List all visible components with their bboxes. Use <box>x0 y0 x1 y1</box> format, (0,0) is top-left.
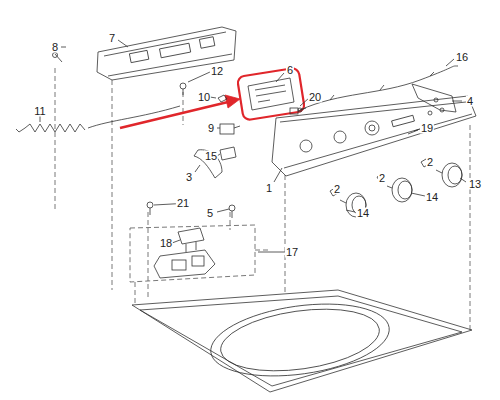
callout-number: 1 <box>265 183 273 194</box>
screw <box>180 83 186 95</box>
switch <box>220 124 240 134</box>
screw <box>53 53 63 63</box>
callout-number: 16 <box>455 52 469 63</box>
assembly-lines <box>55 68 470 330</box>
callout-number: 5 <box>206 208 214 219</box>
callout-number: 19 <box>420 123 434 134</box>
callout-number: 10 <box>197 92 211 103</box>
screw <box>147 202 153 215</box>
callout-number: 2 <box>426 157 434 168</box>
callout-number: 6 <box>286 65 294 76</box>
switch-bracket <box>220 147 236 160</box>
callout-number: 3 <box>185 172 193 183</box>
console-panel <box>272 96 476 176</box>
lid-switch <box>154 228 215 278</box>
callout-number: 7 <box>108 33 116 44</box>
knob-clip <box>330 159 429 196</box>
callout-number: 13 <box>468 179 482 190</box>
leader-lines <box>40 40 466 252</box>
screw <box>408 130 418 134</box>
callout-number: 14 <box>425 192 439 203</box>
callout-number: 21 <box>176 198 190 209</box>
callout-number: 2 <box>378 173 386 184</box>
callout-number: 14 <box>356 208 370 219</box>
control-board <box>237 67 305 120</box>
callout-number: 8 <box>51 42 59 53</box>
callout-number: 17 <box>285 247 299 258</box>
callout-number: 12 <box>210 66 224 77</box>
end-cap <box>194 150 222 178</box>
pointer-arrow <box>120 95 240 128</box>
clip <box>218 95 227 102</box>
cabinet-top <box>132 290 472 392</box>
callout-number: 2 <box>333 184 341 195</box>
connector <box>290 108 306 114</box>
callout-number: 9 <box>207 123 215 134</box>
callout-number: 15 <box>204 151 218 162</box>
callout-number: 4 <box>466 96 474 107</box>
console-back <box>97 27 236 80</box>
screw <box>229 205 235 218</box>
callout-number: 11 <box>33 106 46 117</box>
callout-number: 18 <box>159 238 173 249</box>
callout-number: 20 <box>308 92 322 103</box>
